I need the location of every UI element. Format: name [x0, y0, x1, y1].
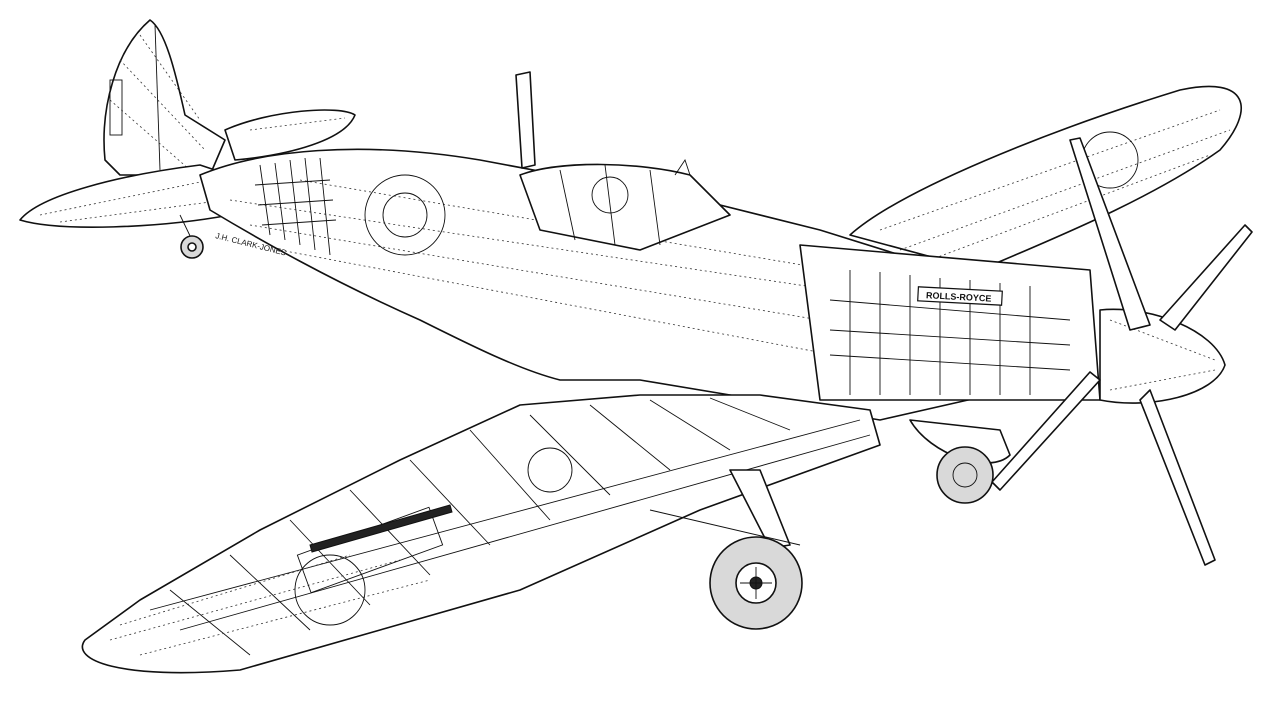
horizontal-stabilizer	[19, 109, 356, 228]
engine: ROLLS-ROYCE	[799, 244, 1101, 401]
tail-fin	[103, 19, 226, 176]
far-wing	[849, 85, 1243, 271]
cockpit-canopy	[519, 158, 731, 251]
propeller-blades	[991, 137, 1253, 566]
radiator	[909, 419, 1011, 504]
main-landing-gear	[649, 469, 803, 630]
main-wing	[81, 394, 881, 674]
antenna-mast	[515, 71, 536, 169]
engine-label-text: ROLLS-ROYCE	[926, 290, 992, 303]
propeller-spinner	[1099, 308, 1226, 404]
tail-wheel	[179, 214, 204, 259]
